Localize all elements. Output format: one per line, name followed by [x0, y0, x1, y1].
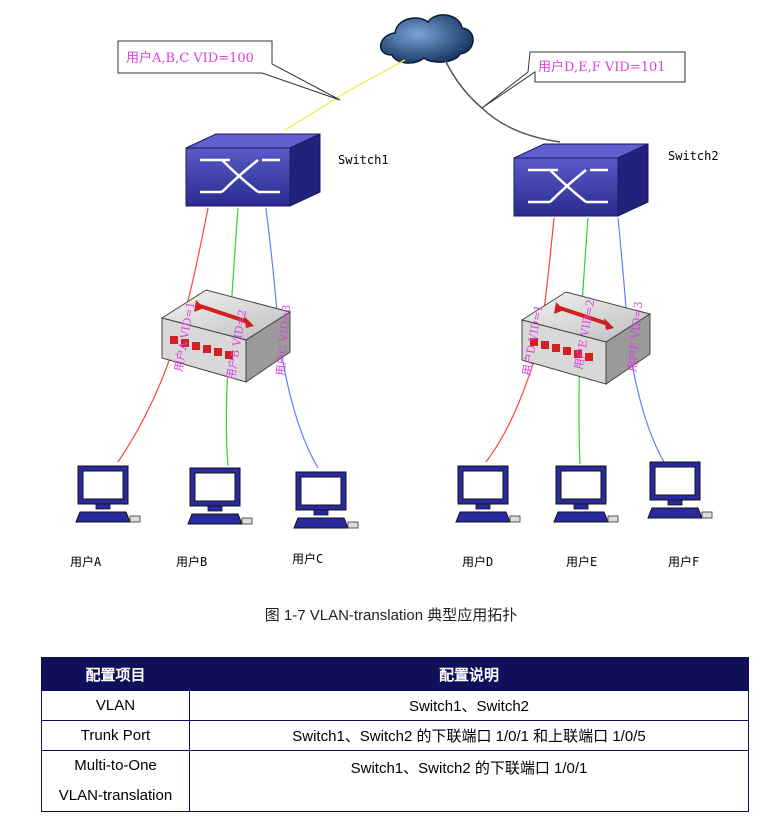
uplink-switch1 — [284, 59, 406, 131]
internet-cloud-icon — [380, 14, 474, 64]
table-header-row: 配置项目 配置说明 — [41, 657, 749, 691]
config-table: 配置项目 配置说明 VLAN Switch1、Switch2 Trunk Por… — [41, 657, 749, 812]
svg-text:用户D,E,F VID=101: 用户D,E,F VID=101 — [538, 59, 666, 75]
row-item-line1: Multi-to-One — [74, 757, 157, 774]
header-item: 配置项目 — [41, 657, 190, 691]
row-desc: Switch1、Switch2 的下联端口 1/0/1 — [189, 750, 749, 812]
port-label-c: 用户C VID=3 — [273, 304, 293, 376]
user-b-pc-icon — [187, 467, 253, 525]
port-label-f: 用户F VID=3 — [625, 301, 645, 372]
row-item: VLAN — [41, 690, 190, 721]
row-desc: Switch1、Switch2 — [189, 690, 749, 721]
user-d-label: 用户D — [462, 554, 493, 569]
row-item: Multi-to-One VLAN-translation — [41, 750, 190, 812]
switch1-icon — [185, 133, 321, 207]
user-e-pc-icon — [553, 465, 619, 523]
table-row: VLAN Switch1、Switch2 — [41, 690, 749, 721]
figure-caption: 图 1-7 VLAN-translation 典型应用拓扑 — [264, 607, 518, 624]
user-c-label: 用户C — [292, 551, 323, 566]
user-a-pc-icon — [75, 465, 141, 523]
hub2-icon — [520, 291, 652, 385]
svg-text:用户A,B,C VID=100: 用户A,B,C VID=100 — [126, 50, 254, 66]
user-b-label: 用户B — [176, 554, 207, 569]
row-item-line2: VLAN-translation — [58, 787, 173, 804]
user-f-label: 用户F — [668, 554, 699, 569]
switch2-icon — [513, 143, 649, 217]
user-a-label: 用户A — [70, 554, 102, 569]
topology-diagram: 用户A,B,C VID=100 用户D,E,F VID=101 Switch1 … — [70, 14, 719, 569]
row-item: Trunk Port — [41, 720, 190, 751]
table-row: Trunk Port Switch1、Switch2 的下联端口 1/0/1 和… — [41, 720, 749, 751]
header-desc: 配置说明 — [189, 657, 749, 691]
switch2-label: Switch2 — [668, 149, 719, 163]
user-f-pc-icon — [647, 461, 713, 519]
user-c-pc-icon — [293, 471, 359, 529]
switch1-label: Switch1 — [338, 153, 389, 167]
table-row: Multi-to-One VLAN-translation Switch1、Sw… — [41, 750, 749, 812]
user-d-pc-icon — [455, 465, 521, 523]
callout-right: 用户D,E,F VID=101 — [481, 51, 686, 109]
hub1-icon — [160, 289, 292, 383]
user-e-label: 用户E — [566, 554, 597, 569]
callout-left: 用户A,B,C VID=100 — [117, 40, 341, 101]
row-desc: Switch1、Switch2 的下联端口 1/0/1 和上联端口 1/0/5 — [189, 720, 749, 751]
